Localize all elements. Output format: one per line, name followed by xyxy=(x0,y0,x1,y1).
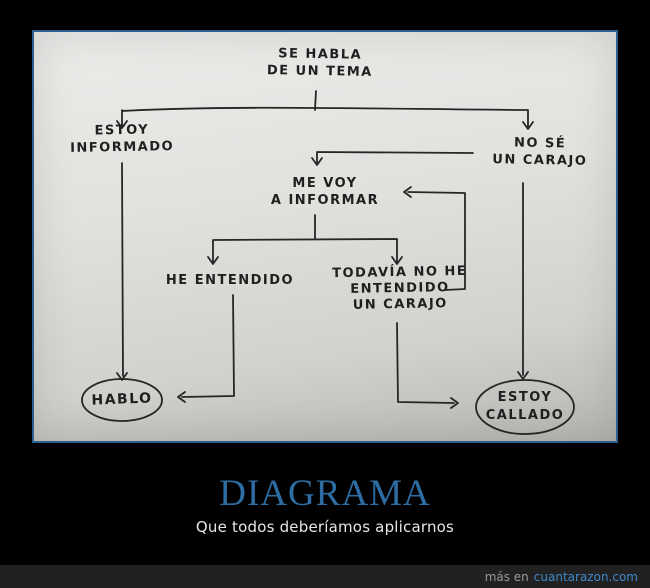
flowchart-photo: SE HABLA DE UN TEMA ESTOY INFORMADO NO S… xyxy=(32,30,618,443)
flowchart-drawing xyxy=(81,90,575,435)
node-hablo-line1: HABLO xyxy=(91,390,153,409)
node-no-entendido-line3: UN CARAJO xyxy=(352,296,448,313)
arrowhead-left-informar xyxy=(403,186,412,198)
node-informar-line2: A INFORMAR xyxy=(270,193,380,208)
connector-feedback-loop xyxy=(403,186,466,291)
arrowhead-left-hablo xyxy=(177,391,186,403)
node-me-voy-a-informar: ME VOY A INFORMAR xyxy=(271,175,379,209)
node-entendido-line1: HE ENTENDIDO xyxy=(165,273,295,288)
arrowhead-down-no-entendido xyxy=(391,256,403,265)
node-hablo: HABLO xyxy=(91,390,153,409)
connector-no-se-to-callado xyxy=(517,182,529,380)
oval-hablo xyxy=(81,378,163,422)
watermark-prefix: más en xyxy=(484,569,529,584)
poster-subtitle: Que todos deberíamos aplicarnos xyxy=(195,518,455,536)
connector-informado-to-hablo xyxy=(116,162,128,381)
connector-entendido-to-hablo xyxy=(177,294,235,403)
node-no-se-line2: UN CARAJO xyxy=(492,152,588,169)
watermark-bar: más en cuantarazon.com xyxy=(0,565,650,588)
node-start: SE HABLA DE UN TEMA xyxy=(267,45,373,81)
watermark-site-link[interactable]: cuantarazon.com xyxy=(533,569,638,584)
node-start-line1: SE HABLA xyxy=(278,46,363,63)
poster-title: DIAGRAMA xyxy=(219,473,431,514)
arrowhead-down-no-se xyxy=(522,121,534,130)
node-estoy-informado-line2: INFORMADO xyxy=(70,139,175,156)
arrowhead-right-callado xyxy=(450,397,459,409)
arrowhead-down-informar xyxy=(311,157,323,166)
node-no-se-line1: NO SÉ xyxy=(513,135,567,152)
node-he-entendido: HE ENTENDIDO xyxy=(166,272,294,289)
node-no-entendido: TODAVÍA NO HE ENTENDIDO UN CARAJO xyxy=(332,264,468,314)
arrowhead-down-informado xyxy=(116,120,128,129)
arrowhead-down-entendido xyxy=(207,256,219,265)
connector-no-se-to-informar xyxy=(311,151,474,166)
arrowhead-down-callado xyxy=(517,371,529,380)
connector-start-split xyxy=(116,90,534,130)
node-start-line2: DE UN TEMA xyxy=(266,63,373,80)
connector-no-entendido-to-callado xyxy=(396,322,459,409)
node-estoy-informado-line1: ESTOY xyxy=(94,122,150,139)
arrowhead-down-hablo xyxy=(116,372,128,381)
node-callado-line1: ESTOY xyxy=(497,390,553,405)
oval-callado xyxy=(475,379,575,435)
node-estoy-informado: ESTOY INFORMADO xyxy=(70,121,175,157)
flowchart-canvas: SE HABLA DE UN TEMA ESTOY INFORMADO NO S… xyxy=(34,32,616,441)
node-no-se-un-carajo: NO SÉ UN CARAJO xyxy=(492,134,588,170)
node-estoy-callado: ESTOY CALLADO xyxy=(486,389,565,425)
node-informar-line1: ME VOY xyxy=(292,176,358,191)
node-callado-line2: CALLADO xyxy=(485,408,565,423)
connector-informar-split xyxy=(207,214,403,265)
